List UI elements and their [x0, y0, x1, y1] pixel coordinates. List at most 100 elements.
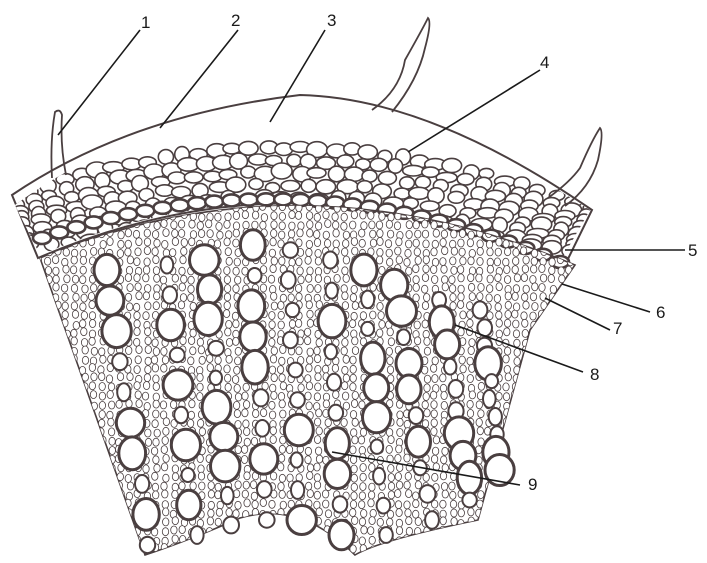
parenchyma-cell — [215, 518, 221, 526]
parenchyma-cell — [162, 490, 168, 498]
parenchyma-cell — [521, 438, 527, 446]
parenchyma-cell — [566, 499, 572, 507]
parenchyma-cell — [82, 285, 88, 293]
parenchyma-cell — [351, 312, 357, 320]
parenchyma-cell — [361, 222, 367, 230]
parenchyma-cell — [108, 500, 114, 508]
parenchyma-cell — [404, 420, 410, 428]
parenchyma-cell — [351, 555, 357, 563]
parenchyma-cell — [118, 231, 124, 239]
parenchyma-cell — [496, 546, 502, 554]
parenchyma-cell — [53, 267, 59, 275]
xylem-vessel — [288, 363, 302, 378]
parenchyma-cell — [477, 427, 483, 435]
parenchyma-cell — [575, 427, 581, 435]
parenchyma-cell — [424, 409, 430, 417]
xylem-vessel — [327, 374, 341, 391]
parenchyma-cell — [145, 429, 151, 437]
parenchyma-cell — [143, 292, 149, 300]
endodermis-cell — [67, 221, 85, 233]
cortex-cell — [358, 145, 377, 159]
parenchyma-cell — [350, 446, 356, 454]
parenchyma-cell — [450, 302, 456, 310]
parenchyma-cell — [45, 553, 51, 561]
parenchyma-cell — [576, 391, 582, 399]
parenchyma-cell — [503, 258, 509, 266]
parenchyma-cell — [467, 554, 473, 562]
parenchyma-cell — [145, 285, 151, 293]
parenchyma-cell — [53, 483, 59, 491]
parenchyma-cell — [414, 321, 420, 329]
parenchyma-cell — [55, 436, 61, 444]
parenchyma-cell — [549, 438, 555, 446]
parenchyma-cell — [64, 446, 70, 454]
parenchyma-cell — [530, 518, 536, 526]
parenchyma-cell — [89, 301, 95, 309]
parenchyma-cell — [549, 536, 555, 544]
parenchyma-cell — [557, 455, 563, 463]
parenchyma-cell — [432, 447, 438, 455]
parenchyma-cell — [370, 230, 376, 238]
parenchyma-cell — [269, 338, 275, 346]
parenchyma-cell — [205, 555, 211, 563]
parenchyma-cell — [37, 526, 43, 534]
parenchyma-cell — [539, 553, 545, 561]
parenchyma-cell — [432, 276, 438, 284]
parenchyma-cell — [441, 230, 447, 238]
parenchyma-cell — [37, 293, 43, 301]
parenchyma-cell — [494, 295, 500, 303]
parenchyma-cell — [440, 500, 446, 508]
parenchyma-cell — [28, 402, 34, 410]
xylem-vessel — [462, 493, 476, 508]
parenchyma-cell — [450, 257, 456, 265]
parenchyma-cell — [495, 519, 501, 527]
parenchyma-cell — [125, 229, 131, 237]
parenchyma-cell — [163, 454, 169, 462]
xylem-vessel — [259, 512, 275, 527]
parenchyma-cell — [64, 526, 70, 534]
parenchyma-cell — [161, 347, 167, 355]
parenchyma-cell — [152, 231, 158, 239]
parenchyma-cell — [341, 213, 347, 221]
parenchyma-cell — [116, 501, 122, 509]
parenchyma-cell — [208, 482, 214, 490]
parenchyma-cell — [180, 545, 186, 553]
xylem-vessel — [157, 309, 185, 341]
parenchyma-cell — [568, 555, 574, 563]
parenchyma-cell — [532, 392, 538, 400]
xylem-vessel — [171, 429, 200, 461]
parenchyma-cell — [89, 536, 95, 544]
parenchyma-cell — [99, 473, 105, 481]
parenchyma-cell — [496, 499, 502, 507]
parenchyma-cell — [532, 364, 538, 372]
parenchyma-cell — [450, 293, 456, 301]
cortex-cell — [378, 171, 396, 184]
parenchyma-cell — [89, 429, 95, 437]
parenchyma-cell — [296, 535, 302, 543]
parenchyma-cell — [432, 537, 438, 545]
parenchyma-cell — [71, 347, 77, 355]
parenchyma-cell — [44, 257, 50, 265]
parenchyma-cell — [135, 356, 141, 364]
parenchyma-cell — [296, 293, 302, 301]
parenchyma-cell — [404, 454, 410, 462]
parenchyma-cell — [215, 356, 221, 364]
parenchyma-cell — [583, 293, 589, 301]
parenchyma-cell — [145, 328, 151, 336]
parenchyma-cell — [522, 537, 528, 545]
parenchyma-cell — [36, 438, 42, 446]
parenchyma-cell — [45, 436, 51, 444]
parenchyma-cell — [575, 508, 581, 516]
parenchyma-cell — [98, 490, 104, 498]
parenchyma-cell — [37, 491, 43, 499]
parenchyma-cell — [539, 319, 545, 327]
parenchyma-cell — [531, 177, 537, 185]
parenchyma-cell — [333, 240, 339, 248]
parenchyma-cell — [406, 517, 412, 525]
parenchyma-cell — [351, 285, 357, 293]
parenchyma-cell — [55, 463, 61, 471]
parenchyma-cell — [63, 456, 69, 464]
parenchyma-cell — [523, 256, 529, 264]
parenchyma-cell — [343, 274, 349, 282]
parenchyma-cell — [116, 517, 122, 525]
